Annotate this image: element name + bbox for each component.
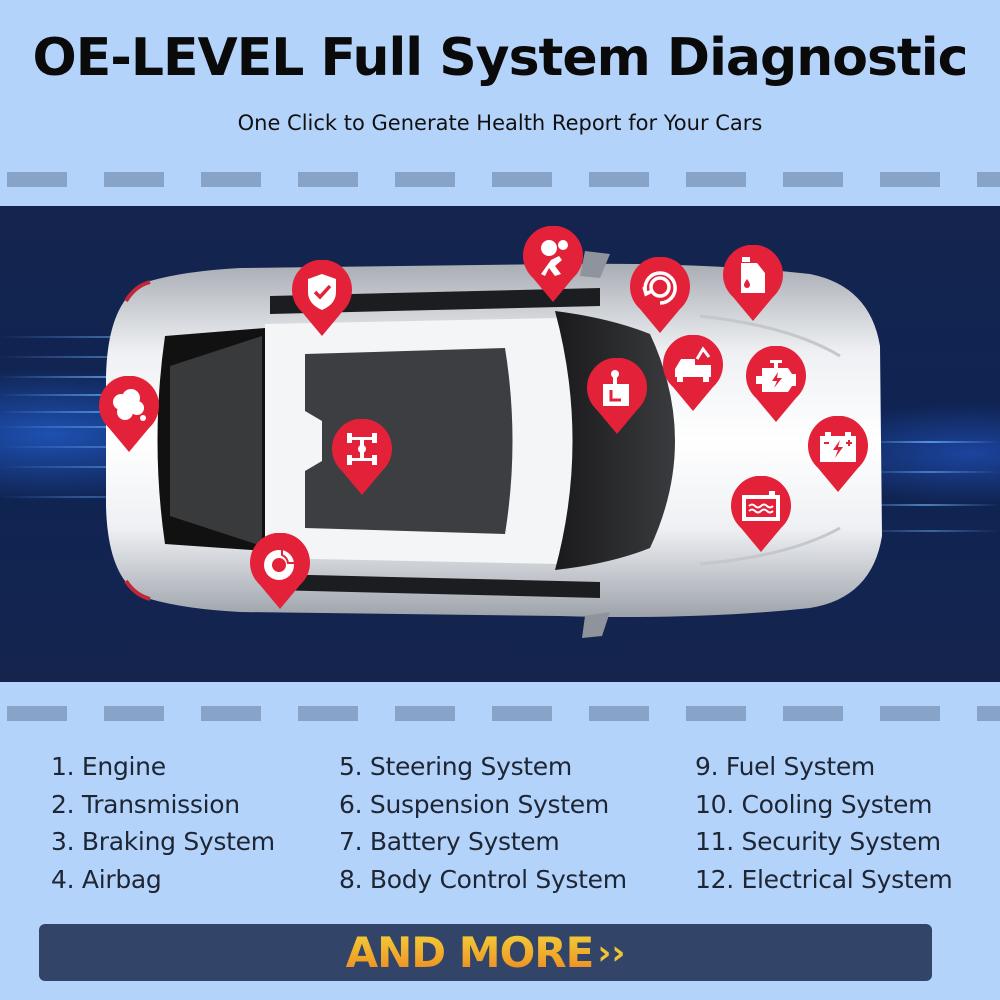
pin-airbag[interactable] xyxy=(521,226,585,304)
list-item: 9. Fuel System xyxy=(695,752,875,781)
system-list-column-2: 5. Steering System 6. Suspension System … xyxy=(339,750,627,900)
list-item: 2. Transmission xyxy=(51,789,240,819)
transmission-gear-shift-icon xyxy=(603,370,629,406)
pin-exhaust[interactable] xyxy=(97,376,161,454)
body-control-car-icon xyxy=(675,346,711,382)
fuel-can-icon xyxy=(741,257,765,293)
coolant-radiator-icon xyxy=(742,491,780,521)
list-item: 4. Airbag xyxy=(51,864,162,894)
and-more-label: AND MORE xyxy=(345,928,595,977)
and-more-button[interactable]: AND MORE ›› xyxy=(39,924,932,981)
system-list: 1. Engine 2. Transmission 3. Braking Sys… xyxy=(0,750,1000,900)
brake-disc-icon xyxy=(264,547,297,580)
page-subtitle: One Click to Generate Health Report for … xyxy=(237,111,763,135)
pin-cooling[interactable] xyxy=(729,476,793,554)
system-list-column-1: 1. Engine 2. Transmission 3. Braking Sys… xyxy=(51,750,275,900)
exhaust-cloud-icon xyxy=(113,389,146,421)
system-list-column-3: 9. Fuel System 10. Cooling System 11. Se… xyxy=(695,750,953,900)
engine-check-icon xyxy=(756,360,796,392)
list-item: 8. Body Control System xyxy=(339,864,627,894)
pin-brake[interactable] xyxy=(248,533,312,611)
pin-suspension[interactable] xyxy=(330,419,394,497)
list-item: 12. Electrical System xyxy=(695,864,953,894)
security-shield-icon xyxy=(308,274,336,310)
battery-icon xyxy=(820,432,856,462)
double-chevron-right-icon: ›› xyxy=(597,932,626,973)
dashed-divider-bottom xyxy=(0,706,1000,721)
list-item: 11. Security System xyxy=(695,827,941,856)
suspension-chassis-icon xyxy=(347,433,377,465)
car-illustration xyxy=(0,206,1000,682)
list-item: 6. Suspension System xyxy=(339,789,609,819)
pin-battery[interactable] xyxy=(806,416,870,494)
page-title: OE-LEVEL Full System Diagnostic xyxy=(32,28,969,88)
list-item: 10. Cooling System xyxy=(695,789,933,819)
pin-engine[interactable] xyxy=(744,346,808,424)
list-item: 1. Engine xyxy=(51,752,166,781)
pin-transmission[interactable] xyxy=(585,358,649,436)
steering-wheel-icon xyxy=(642,271,677,305)
pin-body-control[interactable] xyxy=(661,335,725,413)
airbag-icon xyxy=(541,240,568,276)
pin-security[interactable] xyxy=(290,260,354,338)
pin-fuel[interactable] xyxy=(721,245,785,323)
list-item: 3. Braking System xyxy=(51,827,275,856)
dashed-divider-top xyxy=(0,172,1000,187)
list-item: 7. Battery System xyxy=(339,827,560,856)
list-item: 5. Steering System xyxy=(339,752,572,781)
pin-steering[interactable] xyxy=(628,257,692,335)
